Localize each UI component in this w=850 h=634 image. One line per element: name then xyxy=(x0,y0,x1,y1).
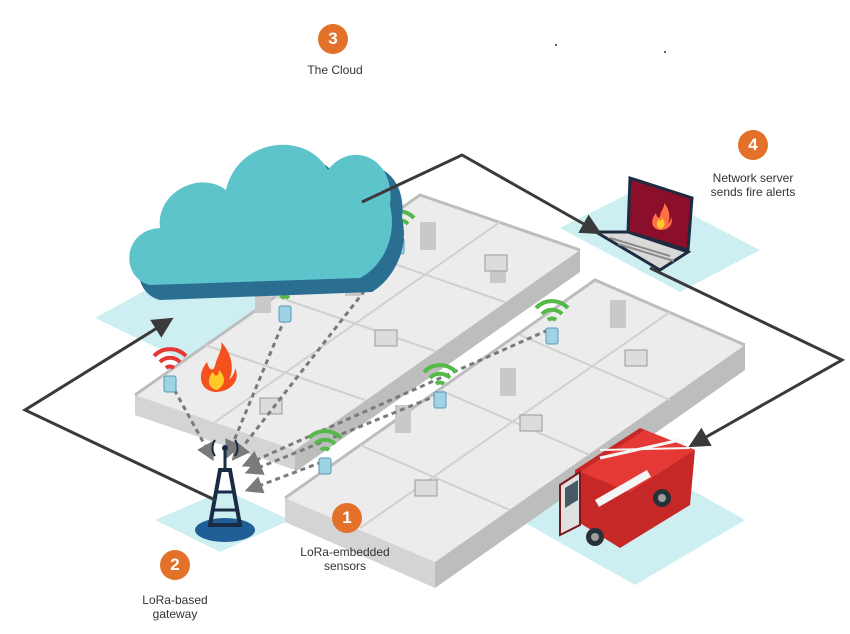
step-label-cloud: The Cloud xyxy=(285,63,385,77)
arrow-cloud-to-server xyxy=(361,153,602,235)
step-label-gateway: LoRa-based gateway xyxy=(125,593,225,621)
link-red-sensor xyxy=(168,381,214,462)
sensor-device xyxy=(545,327,559,345)
step-label-network-server: Network server sends fire alerts xyxy=(693,171,813,199)
data-flow-arrows xyxy=(21,153,846,502)
step-label-line: The Cloud xyxy=(307,63,363,77)
decorative-dot xyxy=(555,44,557,46)
step-label-line: LoRa-based xyxy=(142,593,208,607)
link-sensor-e xyxy=(244,460,323,494)
step-badge-3: 3 xyxy=(318,24,348,54)
gateway-tower-icon xyxy=(195,439,255,542)
step-badge-1: 1 xyxy=(332,503,362,533)
sensor-device xyxy=(433,391,447,409)
fire-icon xyxy=(200,342,237,392)
laptop-icon xyxy=(590,175,694,272)
step-label-line: Network server xyxy=(712,171,794,185)
step-label-sensors: LoRa-embedded sensors xyxy=(290,545,400,573)
fire-truck-icon xyxy=(559,428,695,548)
link-sensor-c xyxy=(241,328,549,468)
link-sensor-d xyxy=(244,393,439,475)
wifi-signal-icon xyxy=(307,429,343,452)
sensor-device xyxy=(278,305,292,323)
wifi-signal-icon xyxy=(152,347,188,370)
fire-icon xyxy=(652,203,672,230)
cloud-icon xyxy=(129,144,404,300)
sensor-device xyxy=(163,375,177,393)
decorative-dot xyxy=(664,51,666,53)
arrow-server-to-truck xyxy=(649,266,846,448)
wifi-signal-icon xyxy=(422,363,458,386)
wifi-signal-icon xyxy=(534,299,570,322)
sensor-gateway-links xyxy=(168,247,549,494)
step-label-line: LoRa-embedded xyxy=(300,545,390,559)
step-label-line: sends fire alerts xyxy=(710,185,796,199)
link-sensor-a xyxy=(225,317,287,459)
step-badge-2: 2 xyxy=(160,550,190,580)
step-label-line: gateway xyxy=(152,607,198,621)
step-label-line: sensors xyxy=(323,559,367,573)
arrow-gateway-to-cloud xyxy=(21,317,216,502)
sensor-device xyxy=(318,457,332,475)
step-badge-4: 4 xyxy=(738,130,768,160)
